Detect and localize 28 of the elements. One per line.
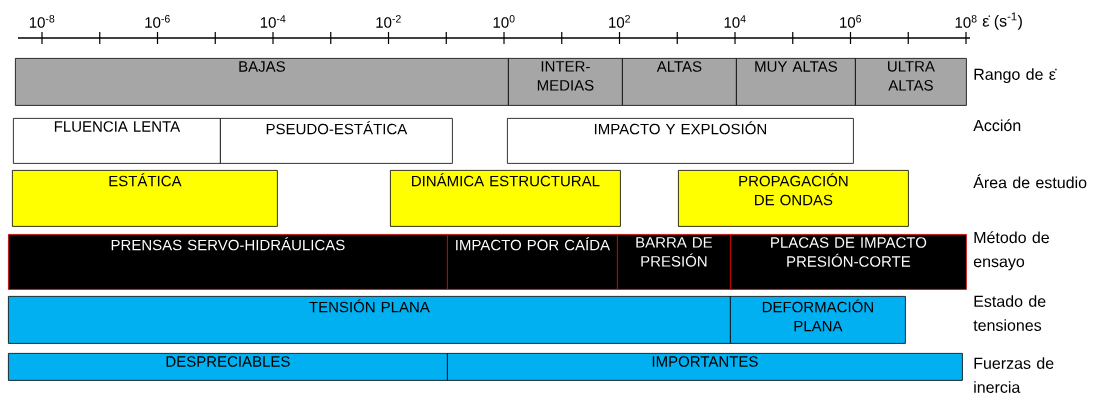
range-box: BARRA DE PRESIÓN (617, 234, 731, 290)
range-box: INTER-MEDIAS (508, 58, 623, 106)
tick-label: 10$^{-8}$ (29, 15, 55, 28)
range-box: ULTRA ALTAS (855, 58, 967, 106)
range-box: DEFORMACIÓN PLANA (730, 296, 906, 344)
tick-label: 10$^{-4}$ (260, 15, 286, 28)
row-label: Estado de tensiones (973, 295, 1046, 331)
tick-label: 10$^{2}$ (609, 15, 630, 28)
tick-label: 10$^{-2}$ (376, 15, 401, 28)
range-box: PROPAGACIÓN DE ONDAS (678, 170, 909, 227)
range-box: FLUENCIA LENTA (13, 118, 221, 164)
range-box: ALTAS (622, 58, 737, 106)
range-box: MUY ALTAS (736, 58, 856, 106)
tick-label: 10$^{6}$ (840, 15, 862, 28)
range-box: IMPORTANTES (447, 353, 963, 381)
tick-label: 10$^{0}$ (493, 15, 515, 28)
range-box: DINÁMICA ESTRUCTURAL (390, 170, 621, 227)
row-label: Acción (973, 119, 1021, 132)
range-box: PSEUDO-ESTÁTICA (220, 118, 453, 164)
tick-label: 10$^{8}$ (955, 15, 977, 28)
tick-label: 10$^{-6}$ (145, 15, 170, 28)
tick-label: 10$^{4}$ (724, 15, 746, 28)
range-box: IMPACTO Y EXPLOSIÓN (507, 118, 854, 164)
range-box: IMPACTO POR CAÍDA (447, 234, 618, 290)
axis-label: ε̇ (s$^{-1}$) (982, 12, 1022, 30)
row-label: Área de estudio (973, 174, 1087, 189)
range-box: ESTÁTICA (12, 170, 278, 227)
range-box: DESPRECIABLES (8, 353, 448, 381)
